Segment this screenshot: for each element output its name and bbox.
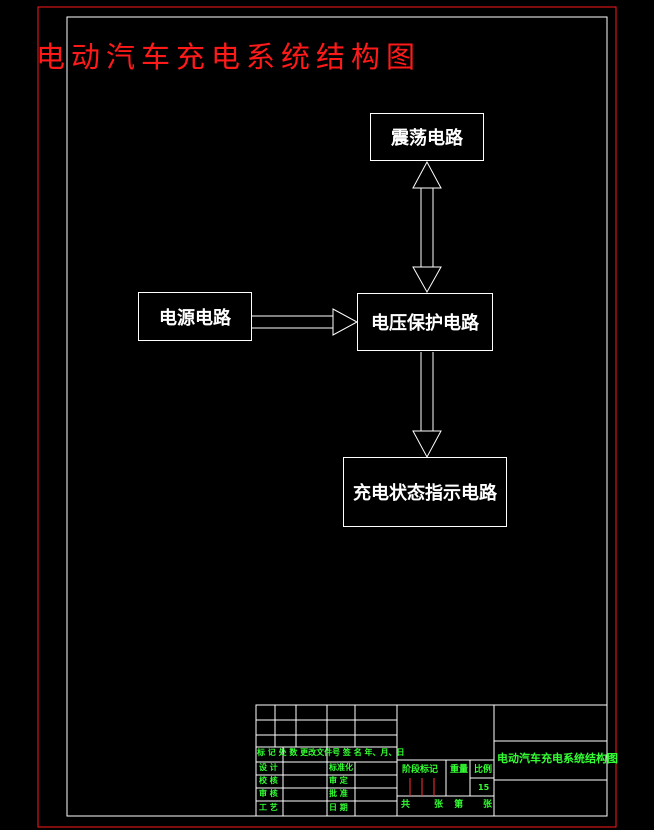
voltage-protection-block: 电压保护电路 — [357, 293, 493, 351]
tb-audit: 审 定 — [329, 776, 348, 785]
tb-standardization: 标准化 — [329, 763, 353, 772]
voltage-protection-label: 电压保护电路 — [371, 313, 479, 334]
tb-approve: 批 准 — [329, 789, 348, 798]
oscillator-label: 震荡电路 — [391, 128, 463, 149]
charge-indicator-label: 充电状态指示电路 — [353, 483, 497, 504]
tb-sheets-total: 共 — [401, 800, 411, 810]
tb-drawing-name: 电动汽车充电系统结构图 — [497, 752, 618, 765]
tb-scale: 比例 — [474, 765, 493, 775]
tb-sheets-label: 张 第 — [434, 800, 468, 810]
tb-date: 日 期 — [329, 803, 348, 812]
power-supply-label: 电源电路 — [159, 307, 231, 329]
arrow-power-to-protection — [252, 308, 359, 336]
tb-stage-mark: 阶段标记 — [402, 765, 439, 775]
tb-sheet-suffix: 张 — [483, 800, 493, 810]
outer-border — [37, 6, 617, 828]
oscillator-block: 震荡电路 — [370, 113, 484, 161]
diagram-title: 电动汽车充电系统结构图 — [36, 40, 422, 74]
tb-design: 设 计 — [259, 763, 278, 772]
arrow-protection-to-indicator — [412, 352, 442, 459]
tb-check: 校 核 — [259, 776, 278, 785]
tb-header-row: 标 记 处 数 更改文件号 签 名 年、月、日 — [257, 748, 405, 757]
stage-mark-cells — [409, 778, 435, 796]
tb-process: 工 艺 — [259, 803, 278, 812]
power-supply-block: 电源电路 — [138, 292, 252, 341]
tb-weight: 重量 — [450, 765, 469, 775]
double-arrow-oscillator-protection — [412, 160, 442, 294]
inner-frame — [66, 16, 608, 817]
tb-review: 审 核 — [259, 789, 278, 798]
title-block — [255, 704, 608, 817]
charge-indicator-block: 充电状态指示电路 — [343, 457, 507, 527]
tb-scale-value: 15 — [478, 783, 490, 792]
